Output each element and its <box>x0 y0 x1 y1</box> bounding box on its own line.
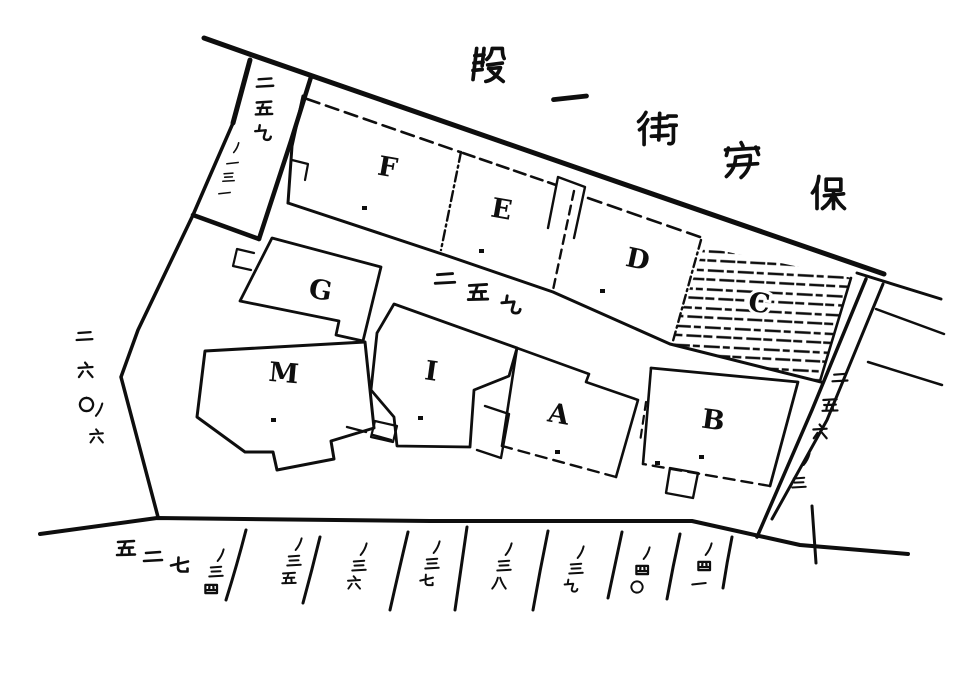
west-boundary-thick <box>230 57 253 126</box>
building-f <box>286 94 463 252</box>
i-a-notch <box>475 404 511 460</box>
hatched-parcel-c <box>671 247 853 383</box>
building-g <box>231 236 383 343</box>
building-label-m: M <box>268 357 300 390</box>
building-d <box>586 196 703 343</box>
building-label-i: I <box>423 355 440 387</box>
building-i <box>369 302 519 449</box>
lot-label-left-strip-1 <box>254 77 275 142</box>
building-letters: F E D C G M I A B <box>268 151 775 438</box>
east-branch-line-2 <box>874 307 946 336</box>
lot-label-south-136 <box>347 542 368 590</box>
building-label-d: D <box>623 242 652 277</box>
lot-label-south-138 <box>491 542 513 590</box>
building-b <box>641 366 800 500</box>
street-name-label <box>471 46 847 211</box>
city-block <box>195 94 853 500</box>
south-road-line <box>38 516 910 556</box>
building-label-e: E <box>489 193 515 227</box>
building-label-g: G <box>306 273 334 308</box>
east-branch-line-3 <box>866 360 944 387</box>
building-a <box>500 346 648 479</box>
strip-right-edge <box>256 74 314 242</box>
east-branch-line-1 <box>855 271 943 301</box>
building-label-c: C <box>746 287 772 321</box>
east-road-line-west <box>755 277 868 539</box>
lot-label-south-134 <box>204 548 225 595</box>
m-i-gap-dashes <box>345 425 393 442</box>
building-m <box>195 340 376 472</box>
roads <box>38 35 946 556</box>
lot-label-west-1 <box>75 330 95 413</box>
lot-label-south-140 <box>630 546 651 594</box>
building-label-f: F <box>375 151 399 185</box>
west-boundary-line <box>119 58 252 519</box>
strip-bottom-edge <box>190 212 262 242</box>
lot-label-south-137 <box>419 540 441 587</box>
building-label-b: B <box>700 404 727 438</box>
lot-label-center <box>433 272 522 315</box>
lot-label-south-141 <box>691 542 713 586</box>
lot-label-south-135 <box>281 537 303 585</box>
building-e <box>461 151 587 292</box>
left-strip-parcel <box>190 74 314 242</box>
block-interior-line <box>286 201 823 384</box>
building-label-a: A <box>544 397 572 432</box>
street-edge-line <box>201 35 887 277</box>
east-road-line-east <box>770 282 885 521</box>
lot-label-east-road-2 <box>791 452 811 489</box>
lot-label-south-road <box>115 539 190 573</box>
lot-label-south-139 <box>563 545 585 593</box>
south-lot-dividers <box>224 504 818 612</box>
